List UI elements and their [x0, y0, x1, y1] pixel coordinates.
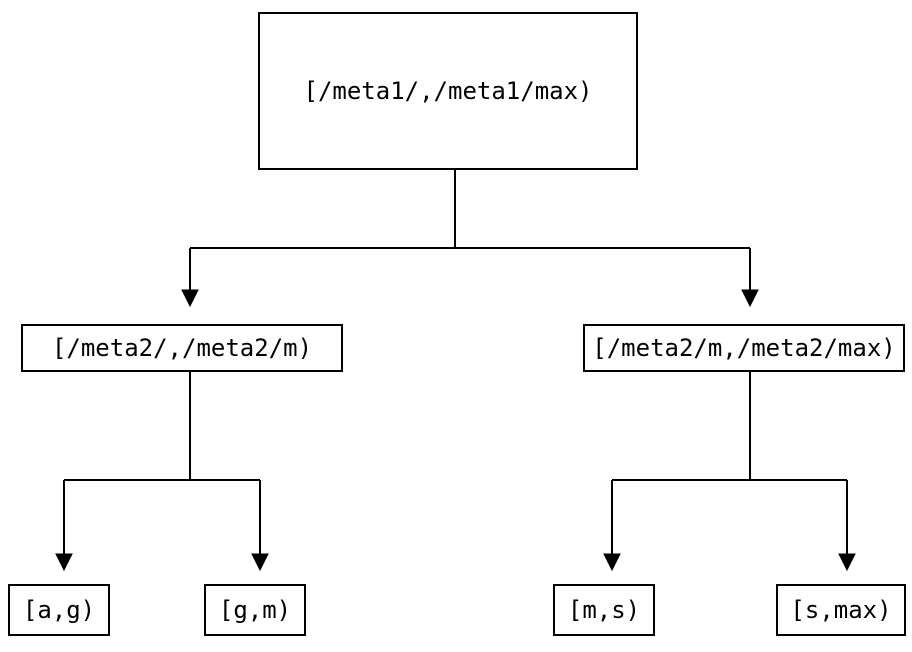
edge-root-to-children: [181, 170, 759, 308]
arrowhead-leaf-3: [838, 553, 856, 572]
leaf-interval-m-s: [m,s): [553, 584, 655, 636]
node-meta2-upper-interval: [/meta2/m,/meta2/max): [583, 324, 905, 372]
edge-left-to-leaves: [55, 372, 269, 572]
leaf-interval-s-max: [s,max): [776, 584, 906, 636]
arrowhead-right-child: [741, 289, 759, 308]
arrowhead-left-child: [181, 289, 199, 308]
leaf-interval-g-m: [g,m): [204, 584, 306, 636]
node-meta2-lower-interval: [/meta2/,/meta2/m): [21, 324, 343, 372]
arrowhead-leaf-0: [55, 553, 73, 572]
node-root-interval: [/meta1/,/meta1/max): [258, 12, 638, 170]
edge-right-to-leaves: [603, 372, 856, 572]
arrowhead-leaf-2: [603, 553, 621, 572]
leaf-interval-a-g: [a,g): [8, 584, 110, 636]
arrowhead-leaf-1: [251, 553, 269, 572]
